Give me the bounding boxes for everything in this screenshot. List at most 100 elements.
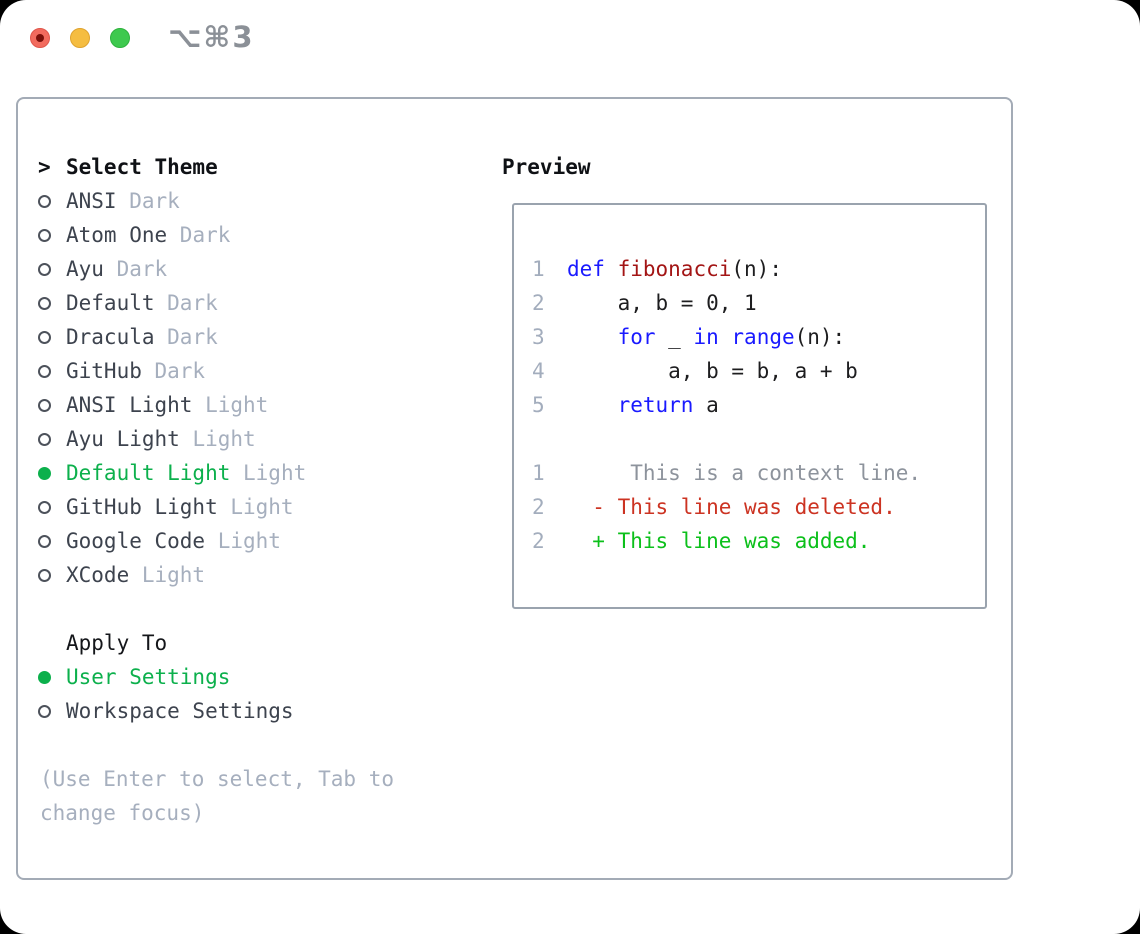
- theme-variant-tag: Light: [179, 427, 256, 451]
- theme-option[interactable]: Default Light Light: [38, 456, 306, 490]
- theme-variant-tag: Dark: [167, 223, 231, 247]
- code-token: (n):: [794, 325, 846, 349]
- theme-list-title: Select Theme: [66, 155, 218, 179]
- theme-option-label: Default Light: [66, 461, 231, 485]
- diff-content: - This line was deleted.: [567, 495, 896, 519]
- code-content: return a: [567, 393, 719, 417]
- radio-icon: [38, 534, 51, 548]
- theme-option[interactable]: XCode Light: [38, 558, 306, 592]
- line-number: 3: [532, 325, 545, 349]
- code-token: in: [693, 325, 719, 349]
- diff-line: 2 + This line was added.: [532, 524, 985, 558]
- prompt-caret: >: [38, 155, 51, 179]
- theme-option-label: XCode: [66, 563, 130, 587]
- code-token: _: [655, 325, 694, 349]
- line-number: 4: [532, 359, 545, 383]
- theme-option-label: GitHub Light: [66, 495, 218, 519]
- radio-col: [38, 500, 66, 514]
- theme-option-label: Ayu: [66, 257, 104, 281]
- preview-title: Preview: [502, 155, 591, 179]
- code-line: 5 return a: [532, 388, 985, 422]
- theme-option[interactable]: ANSI Dark: [38, 184, 306, 218]
- theme-option-label: Ayu Light: [66, 427, 180, 451]
- theme-option[interactable]: Atom One Dark: [38, 218, 306, 252]
- code-token: a: [693, 393, 719, 417]
- diff-line: 2 - This line was deleted.: [532, 490, 985, 524]
- radio-icon: [38, 330, 51, 344]
- code-token: (n):: [731, 257, 782, 281]
- radio-col: [38, 466, 66, 480]
- traffic-lights: [30, 28, 130, 48]
- theme-variant-tag: Dark: [154, 325, 218, 349]
- code-token: [567, 325, 618, 349]
- code-token: a, b = 0, 1: [567, 291, 757, 315]
- titlebar: ⌥⌘3: [0, 0, 1140, 76]
- blank-line: [532, 422, 985, 456]
- line-number: 2: [532, 495, 545, 519]
- theme-option-label: Default: [66, 291, 155, 315]
- radio-col: [38, 228, 66, 242]
- code-token: range: [731, 325, 795, 349]
- code-token: return: [617, 393, 694, 417]
- theme-option[interactable]: GitHub Light Light: [38, 490, 306, 524]
- theme-option[interactable]: Ayu Light Light: [38, 422, 306, 456]
- radio-icon: [38, 398, 51, 412]
- radio-icon: [38, 262, 51, 276]
- theme-option[interactable]: ANSI Light Light: [38, 388, 306, 422]
- code-content: a, b = b, a + b: [567, 359, 858, 383]
- theme-option[interactable]: Default Dark: [38, 286, 306, 320]
- apply-to-title: Apply To: [66, 631, 168, 655]
- minimize-button[interactable]: [70, 28, 90, 48]
- code-token: [567, 393, 618, 417]
- theme-variant-tag: Light: [129, 563, 206, 587]
- radio-col: [38, 704, 66, 718]
- radio-icon: [38, 432, 51, 446]
- code-token: a, b = b, a + b: [567, 359, 858, 383]
- radio-col: [38, 330, 66, 344]
- theme-option[interactable]: Dracula Dark: [38, 320, 306, 354]
- theme-option[interactable]: GitHub Dark: [38, 354, 306, 388]
- line-number: 2: [532, 291, 545, 315]
- line-number: 1: [532, 461, 545, 485]
- code-line: 4 a, b = b, a + b: [532, 354, 985, 388]
- code-token: def: [567, 257, 605, 281]
- theme-variant-tag: Light: [205, 529, 281, 553]
- zoom-button[interactable]: [110, 28, 130, 48]
- radio-col: [38, 534, 66, 548]
- line-number: 5: [532, 393, 545, 417]
- theme-option[interactable]: Ayu Dark: [38, 252, 306, 286]
- theme-list-header-row: > Select Theme: [38, 150, 306, 184]
- radio-icon: [38, 228, 51, 242]
- apply-to-header-row: Apply To: [38, 626, 294, 660]
- theme-option-label: ANSI: [66, 189, 117, 213]
- window-title: ⌥⌘3: [168, 20, 255, 54]
- apply-to-option[interactable]: User Settings: [38, 660, 294, 694]
- radio-icon: [38, 296, 51, 310]
- theme-variant-tag: Light: [230, 461, 307, 485]
- theme-option-label: GitHub: [66, 359, 142, 383]
- diff-lines: 1 This is a context line.2 - This line w…: [532, 456, 985, 558]
- radio-col: [38, 568, 66, 582]
- close-button[interactable]: [30, 28, 50, 48]
- code-content: a, b = 0, 1: [567, 291, 757, 315]
- code-line: 3 for _ in range(n):: [532, 320, 985, 354]
- radio-col: [38, 670, 66, 684]
- diff-content: + This line was added.: [567, 529, 871, 553]
- code-content: for _ in range(n):: [567, 325, 846, 349]
- radio-col: [38, 296, 66, 310]
- code-token: [605, 257, 618, 281]
- apply-to-option[interactable]: Workspace Settings: [38, 694, 294, 728]
- theme-option-label: Atom One: [66, 223, 168, 247]
- radio-col: [38, 262, 66, 276]
- radio-col: [38, 398, 66, 412]
- radio-col: [38, 432, 66, 446]
- theme-variant-tag: Light: [192, 393, 269, 417]
- theme-option[interactable]: Google Code Light: [38, 524, 306, 558]
- theme-option-label: ANSI Light: [66, 393, 193, 417]
